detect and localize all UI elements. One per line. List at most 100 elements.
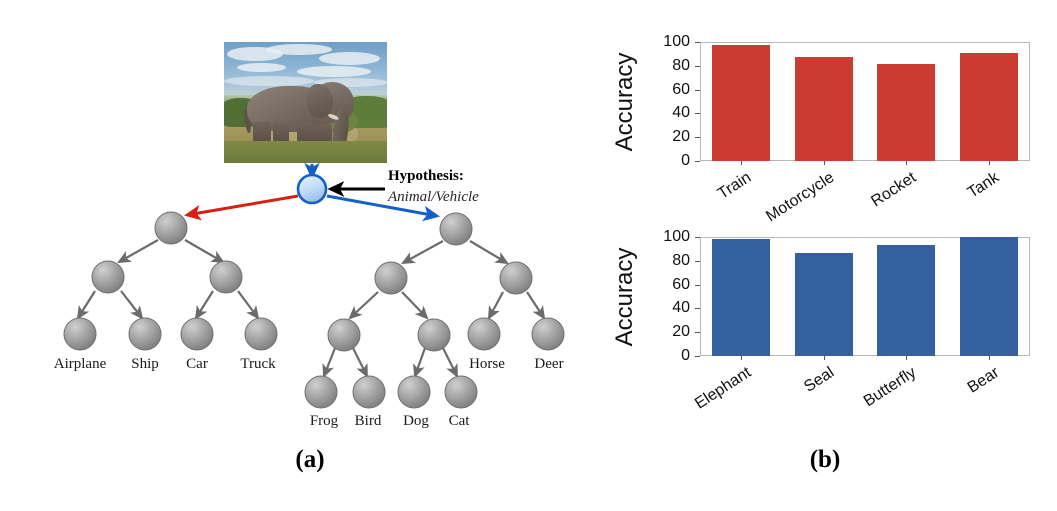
bar-butterfly bbox=[877, 245, 936, 356]
x-axis-tick-label: Bear bbox=[964, 364, 1003, 397]
tree-node bbox=[417, 318, 451, 352]
y-axis-tick-mark bbox=[695, 65, 700, 67]
cloud-shape bbox=[318, 51, 381, 65]
y-axis-tick-mark bbox=[695, 137, 700, 139]
tree-edge bbox=[526, 291, 546, 320]
tree-node-frog bbox=[304, 375, 338, 409]
y-axis-tick-mark bbox=[695, 284, 700, 286]
y-axis-tick-mark bbox=[695, 42, 700, 43]
elephant-photo bbox=[224, 42, 387, 163]
tree-node bbox=[209, 260, 243, 294]
y-axis-tick-label: 80 bbox=[672, 251, 690, 269]
tree-node-vehicle bbox=[154, 211, 188, 245]
tree-graph bbox=[63, 162, 565, 409]
x-axis-tick-label: Butterfly bbox=[861, 364, 920, 411]
tree-node bbox=[327, 318, 361, 352]
tree-edge bbox=[487, 291, 504, 320]
elephant-ear bbox=[307, 84, 334, 119]
hypothesis-title: Hypothesis: bbox=[388, 168, 464, 184]
tree-leaf-label-airplane: Airplane bbox=[53, 356, 107, 372]
x-axis-tick-mark bbox=[823, 356, 825, 360]
tree-edge bbox=[413, 347, 427, 379]
y-axis-label: Accuracy bbox=[611, 247, 638, 346]
y-axis-tick-label: 40 bbox=[672, 299, 690, 317]
hypothesis-subtitle: Animal/Vehicle bbox=[388, 189, 479, 205]
caption-a: (a) bbox=[295, 446, 325, 473]
tree-node-airplane bbox=[63, 317, 97, 351]
tree-node-deer bbox=[531, 317, 565, 351]
photo-foreground-grass bbox=[224, 141, 387, 163]
tree-node-horse bbox=[467, 317, 501, 351]
tree-node bbox=[499, 261, 533, 295]
tree-node-root-hypothesis bbox=[296, 173, 328, 205]
bar-motorcycle bbox=[794, 56, 853, 161]
y-axis-tick-label: 100 bbox=[663, 228, 690, 245]
tree-edge bbox=[194, 290, 214, 320]
x-axis-tick-mark bbox=[906, 161, 908, 165]
tree-edge bbox=[120, 290, 144, 320]
tree-leaf-label-car: Car bbox=[186, 356, 208, 372]
y-axis-tick-label: 0 bbox=[681, 152, 690, 169]
cloud-shape bbox=[297, 66, 371, 78]
y-axis-tick-mark bbox=[695, 332, 700, 334]
y-axis-tick-label: 0 bbox=[681, 347, 690, 364]
x-axis-tick-mark bbox=[988, 161, 990, 165]
tree-edge bbox=[237, 290, 260, 320]
tree-leaf-label-horse: Horse bbox=[469, 356, 505, 372]
tree-node-bird bbox=[352, 375, 386, 409]
cloud-shape bbox=[224, 75, 314, 86]
tree-leaf-label-ship: Ship bbox=[131, 356, 159, 372]
tree-node-animal bbox=[439, 212, 473, 246]
y-axis-tick-label: 60 bbox=[672, 80, 690, 98]
caption-b: (b) bbox=[809, 446, 841, 473]
tree-edge bbox=[322, 347, 337, 379]
tree-edge bbox=[184, 239, 225, 264]
x-axis-tick-mark bbox=[988, 356, 990, 360]
bar-tank bbox=[959, 52, 1018, 161]
bar-rocket bbox=[877, 64, 936, 161]
tree-edge bbox=[352, 347, 368, 378]
tree-leaf-label-bird: Bird bbox=[354, 413, 382, 429]
x-axis-tick-label: Elephant bbox=[692, 364, 755, 413]
tree-node bbox=[91, 260, 125, 294]
tree-leaf-label-frog: Frog bbox=[309, 413, 339, 429]
y-axis-tick-mark bbox=[695, 356, 700, 357]
bar-train bbox=[712, 44, 771, 161]
tree-leaf-label-cat: Cat bbox=[448, 413, 470, 429]
cloud-shape bbox=[266, 44, 332, 56]
y-axis-tick-label: 40 bbox=[672, 104, 690, 122]
y-axis-tick-mark bbox=[695, 308, 700, 310]
tree-edge bbox=[401, 291, 429, 320]
tree-node-cat bbox=[444, 375, 478, 409]
tree-leaf-label-deer: Deer bbox=[534, 356, 564, 372]
y-axis-tick-label: 20 bbox=[672, 128, 690, 146]
y-axis-tick-label: 20 bbox=[672, 323, 690, 341]
tree-node-truck bbox=[244, 317, 278, 351]
tree-edge bbox=[348, 291, 379, 320]
cloud-shape bbox=[237, 62, 286, 73]
tree-edge bbox=[401, 240, 444, 265]
tree-node-car bbox=[180, 317, 214, 351]
x-axis-tick-mark bbox=[741, 161, 743, 165]
cloud-shape bbox=[313, 78, 387, 87]
bar-seal bbox=[794, 253, 853, 356]
y-axis-tick-mark bbox=[695, 161, 700, 162]
y-axis-tick-mark bbox=[695, 113, 700, 115]
tree-edge bbox=[76, 290, 96, 320]
y-axis-tick-label: 80 bbox=[672, 56, 690, 74]
edge-root-to-vehicle bbox=[184, 194, 299, 221]
x-axis-tick-mark bbox=[906, 356, 908, 360]
x-axis-tick-label: Seal bbox=[800, 364, 838, 396]
tree-node-ship bbox=[128, 317, 162, 351]
bar-elephant bbox=[712, 239, 771, 356]
y-axis-tick-mark bbox=[695, 89, 700, 91]
x-axis-tick-mark bbox=[823, 161, 825, 165]
tree-edge bbox=[442, 347, 458, 378]
tree-edge bbox=[469, 240, 509, 265]
x-axis-tick-mark bbox=[741, 356, 743, 360]
